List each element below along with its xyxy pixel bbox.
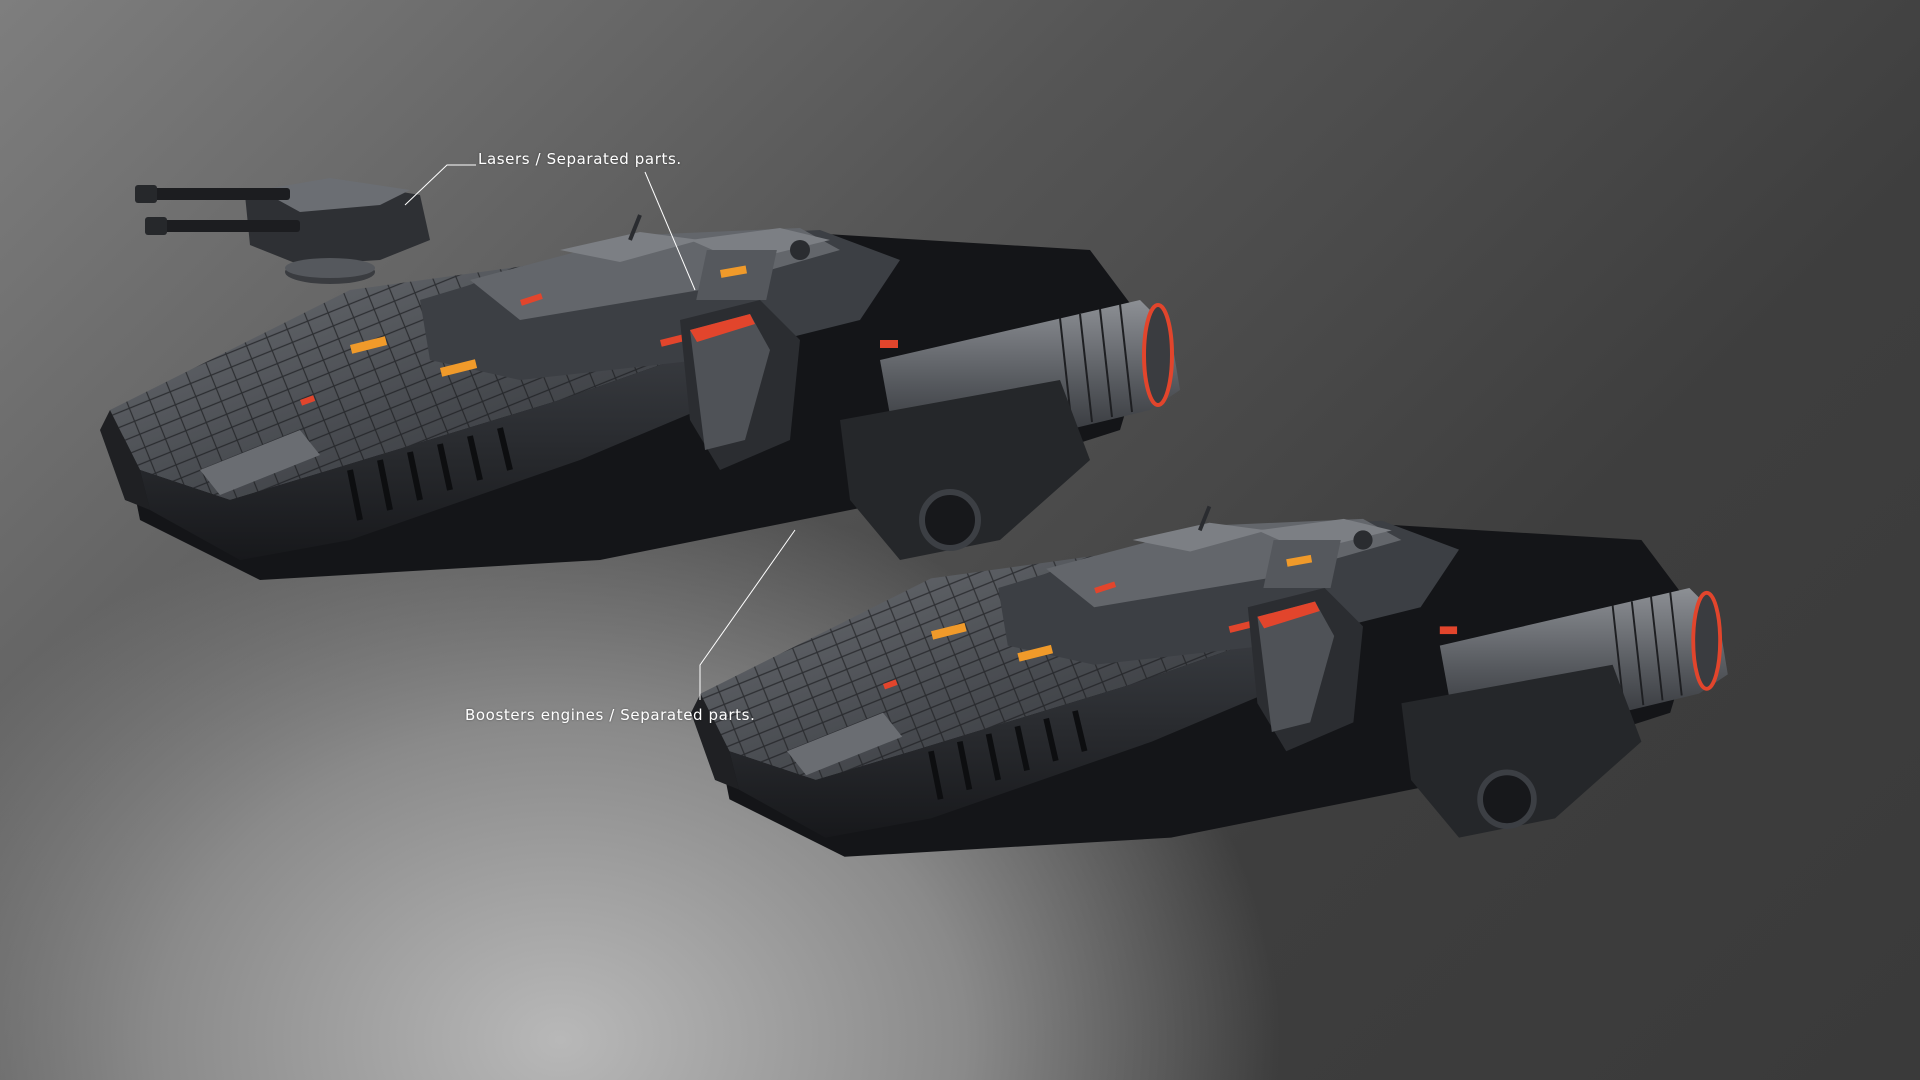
callout-leader-lines xyxy=(404,164,796,700)
spaceship-model-assembled xyxy=(691,506,1728,856)
boosters-leader-line xyxy=(699,529,796,700)
lasers-leader-line xyxy=(404,164,476,206)
lasers-leader-line-2 xyxy=(644,171,696,291)
callout-lasers-label: Lasers / Separated parts. xyxy=(478,150,682,168)
callout-boosters-label: Boosters engines / Separated parts. xyxy=(465,706,756,724)
spaceship-model-with-separated-parts xyxy=(100,215,1180,580)
detached-laser-turret xyxy=(135,178,430,284)
